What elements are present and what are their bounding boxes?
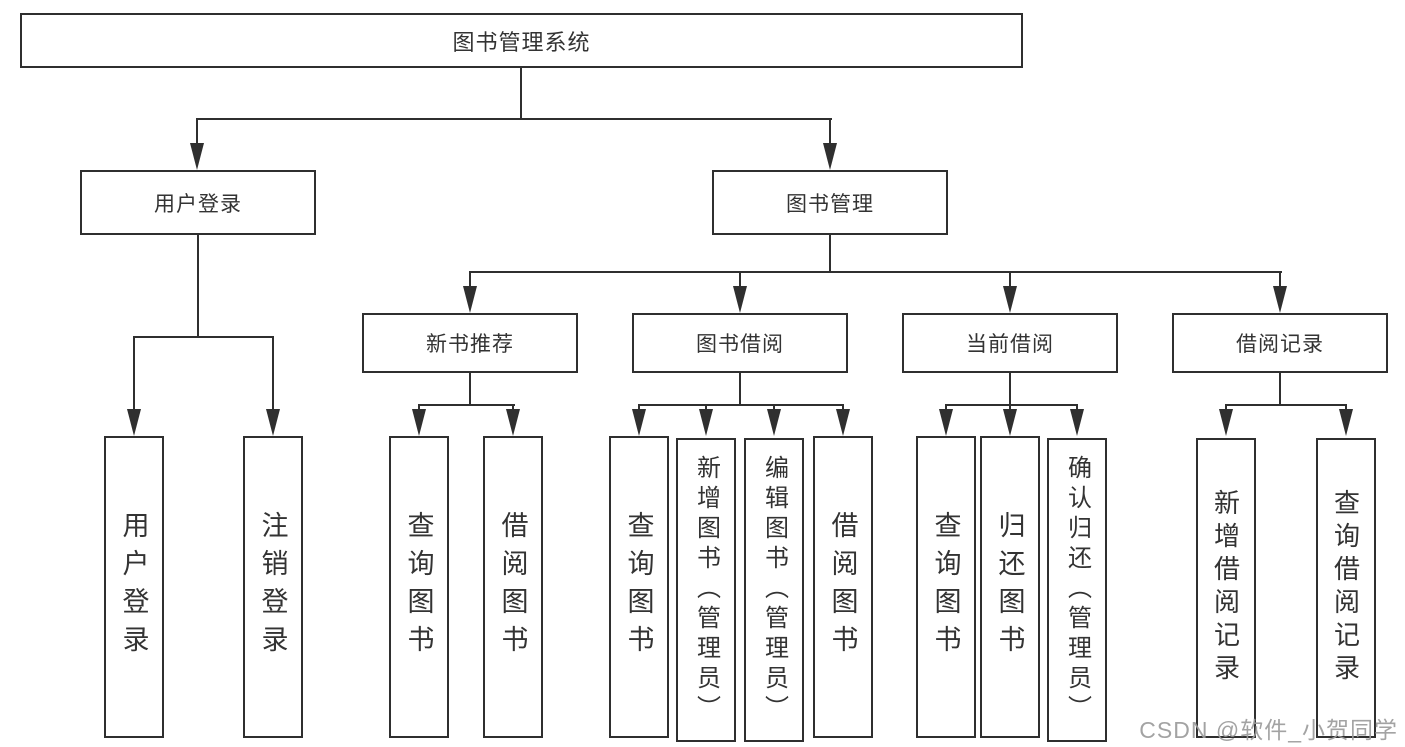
leaf-add-borrow-record: 新增借阅记录 bbox=[1196, 438, 1256, 738]
arrowhead-user-login bbox=[190, 143, 204, 170]
connector-drop-leaf bbox=[1076, 404, 1078, 411]
connector-borrow-record-branch bbox=[1225, 404, 1347, 406]
connector-drop-leaf bbox=[1345, 404, 1347, 411]
node-book-borrow: 图书借阅 bbox=[632, 313, 848, 373]
leaf-add-book-admin: 新增图书（管理员） bbox=[676, 438, 736, 742]
leaf-query-books-borrow: 查询图书 bbox=[609, 436, 669, 738]
arrowhead-leaf bbox=[1219, 409, 1233, 436]
arrowhead-borrow-record bbox=[1273, 286, 1287, 313]
leaf-logout: 注销登录 bbox=[243, 436, 303, 738]
connector-user-branch bbox=[133, 336, 274, 338]
arrowhead-leaf-logout bbox=[266, 409, 280, 436]
connector-drop-current-borrow bbox=[1009, 271, 1011, 288]
connector-drop-book-mgmt bbox=[829, 118, 831, 145]
node-current-borrow: 当前借阅 bbox=[902, 313, 1118, 373]
connector-book-borrow-stem bbox=[739, 373, 741, 405]
arrowhead-leaf bbox=[1003, 409, 1017, 436]
leaf-return-books: 归还图书 bbox=[980, 436, 1040, 738]
leaf-edit-book-admin: 编辑图书（管理员） bbox=[744, 438, 804, 742]
connector-drop-leaf-login bbox=[133, 336, 135, 410]
connector-drop-leaf bbox=[842, 404, 844, 411]
connector-drop-leaf-logout bbox=[272, 336, 274, 410]
arrowhead-leaf bbox=[1339, 409, 1353, 436]
connector-drop-leaf bbox=[1009, 404, 1011, 411]
connector-borrow-record-stem bbox=[1279, 373, 1281, 405]
connector-drop-leaf bbox=[773, 404, 775, 411]
csdn-watermark: CSDN @软件_小贺同学 bbox=[1139, 717, 1398, 743]
arrowhead-leaf bbox=[939, 409, 953, 436]
connector-drop-leaf bbox=[705, 404, 707, 411]
node-new-book: 新书推荐 bbox=[362, 313, 578, 373]
node-user-login: 用户登录 bbox=[80, 170, 316, 235]
arrowhead-leaf bbox=[836, 409, 850, 436]
connector-current-borrow-stem bbox=[1009, 373, 1011, 405]
arrowhead-leaf bbox=[412, 409, 426, 436]
connector-drop-new-book bbox=[469, 271, 471, 288]
arrowhead-leaf bbox=[699, 409, 713, 436]
connector-user-stem bbox=[197, 235, 199, 337]
connector-drop-leaf bbox=[418, 404, 420, 411]
arrowhead-current-borrow bbox=[1003, 286, 1017, 313]
connector-level1-branch bbox=[196, 118, 832, 120]
node-library-system: 图书管理系统 bbox=[20, 13, 1023, 68]
connector-book-borrow-branch bbox=[638, 404, 844, 406]
arrowhead-leaf bbox=[506, 409, 520, 436]
leaf-confirm-return-admin: 确认归还（管理员） bbox=[1047, 438, 1107, 742]
leaf-query-borrow-record: 查询借阅记录 bbox=[1316, 438, 1376, 738]
arrowhead-leaf-login bbox=[127, 409, 141, 436]
connector-drop-leaf bbox=[638, 404, 640, 411]
connector-root-stem bbox=[520, 68, 522, 119]
arrowhead-leaf bbox=[632, 409, 646, 436]
connector-drop-leaf bbox=[512, 404, 514, 411]
arrowhead-book-borrow bbox=[733, 286, 747, 313]
connector-drop-leaf bbox=[945, 404, 947, 411]
arrowhead-leaf bbox=[1070, 409, 1084, 436]
leaf-query-books-newbook: 查询图书 bbox=[389, 436, 449, 738]
connector-new-book-branch bbox=[418, 404, 515, 406]
connector-drop-leaf bbox=[1225, 404, 1227, 411]
arrowhead-leaf bbox=[767, 409, 781, 436]
connector-drop-book-borrow bbox=[739, 271, 741, 288]
connector-drop-user-login bbox=[196, 118, 198, 145]
connector-mgmt-stem bbox=[829, 235, 831, 273]
node-book-mgmt: 图书管理 bbox=[712, 170, 948, 235]
connector-current-borrow-branch bbox=[945, 404, 1078, 406]
arrowhead-book-mgmt bbox=[823, 143, 837, 170]
connector-mgmt-branch bbox=[469, 271, 1282, 273]
leaf-borrow-books: 借阅图书 bbox=[813, 436, 873, 738]
leaf-user-login: 用户登录 bbox=[104, 436, 164, 738]
node-borrow-record: 借阅记录 bbox=[1172, 313, 1388, 373]
connector-new-book-stem bbox=[469, 373, 471, 405]
leaf-query-books-current: 查询图书 bbox=[916, 436, 976, 738]
leaf-borrow-books-newbook: 借阅图书 bbox=[483, 436, 543, 738]
arrowhead-new-book bbox=[463, 286, 477, 313]
connector-drop-borrow-record bbox=[1279, 271, 1281, 288]
